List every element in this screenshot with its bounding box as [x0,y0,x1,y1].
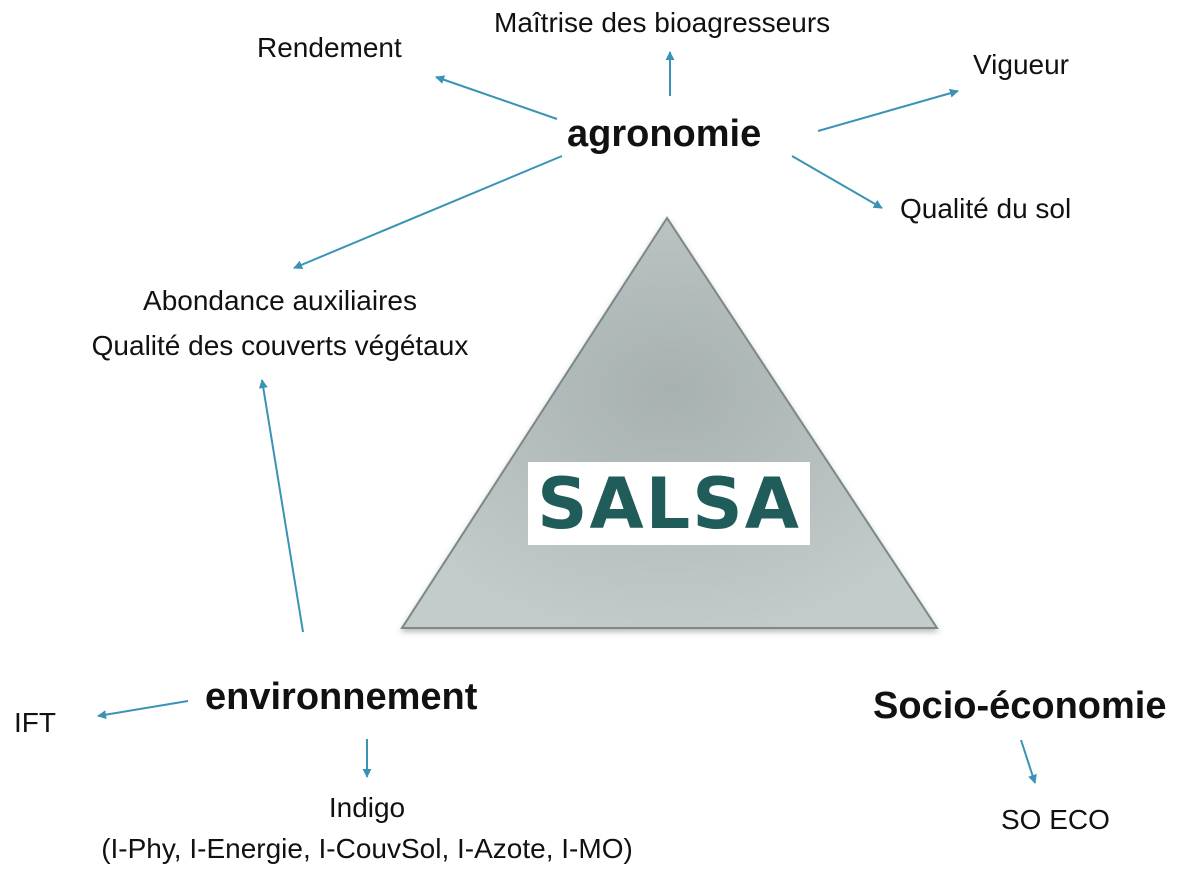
arrow-agronomie-to-rendement [435,75,558,120]
indicator-qualite-sol: Qualité du sol [900,193,1072,224]
arrow-environnement-to-ift [97,700,189,720]
arrow-agronomie-to-auxiliaires [293,155,563,270]
indicator-indigo: Indigo [328,792,406,823]
indicator-indigo-detail: (I-Phy, I-Energie, I-CouvSol, I-Azote, I… [101,833,633,864]
indicator-auxiliaires: Abondance auxiliaires [143,285,417,316]
arrow-agronomie-to-qualite-sol [791,155,883,209]
indicator-rendement: Rendement [257,32,402,63]
salsa-triangle [400,216,939,629]
indicator-ift: IFT [14,707,56,738]
salsa-logo-text: SALSA [537,462,801,545]
indicator-vigueur: Vigueur [973,49,1070,80]
indicator-bioagresseurs: Maîtrise des bioagresseurs [494,7,831,38]
arrow-socio-to-so-eco [1020,739,1037,784]
indicator-so-eco: SO ECO [1001,804,1110,835]
indicator-couverts-vegetaux: Qualité des couverts végétaux [91,330,469,361]
arrow-environnement-to-auxiliaires [258,379,304,633]
pillar-socio-economie: Socio-économie [873,685,1167,727]
arrow-agronomie-to-vigueur [817,88,959,132]
pillar-environnement: environnement [205,676,478,718]
pillar-agronomie: agronomie [567,113,762,155]
salsa-logo: SALSA [528,462,810,545]
